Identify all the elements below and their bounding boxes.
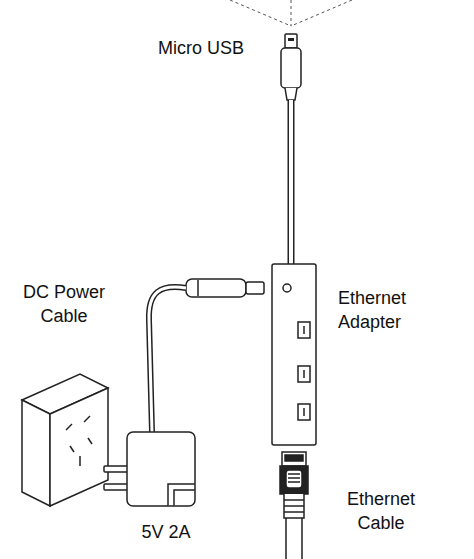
part-label: 5V 2A xyxy=(126,520,206,544)
part-label: Micro USB xyxy=(158,36,278,60)
micro-usb-plug xyxy=(281,34,301,100)
ethernet-plug xyxy=(280,452,308,559)
part-label: Ethernet Cable xyxy=(336,487,426,535)
ethernet-adapter-body xyxy=(272,264,316,445)
device-outline xyxy=(230,0,352,26)
part-label: Ethernet Adapter xyxy=(338,286,434,334)
part-label: DC Power Cable xyxy=(8,280,120,328)
power-charger xyxy=(104,432,195,506)
wall-socket xyxy=(22,374,108,506)
dc-plug xyxy=(186,279,264,297)
